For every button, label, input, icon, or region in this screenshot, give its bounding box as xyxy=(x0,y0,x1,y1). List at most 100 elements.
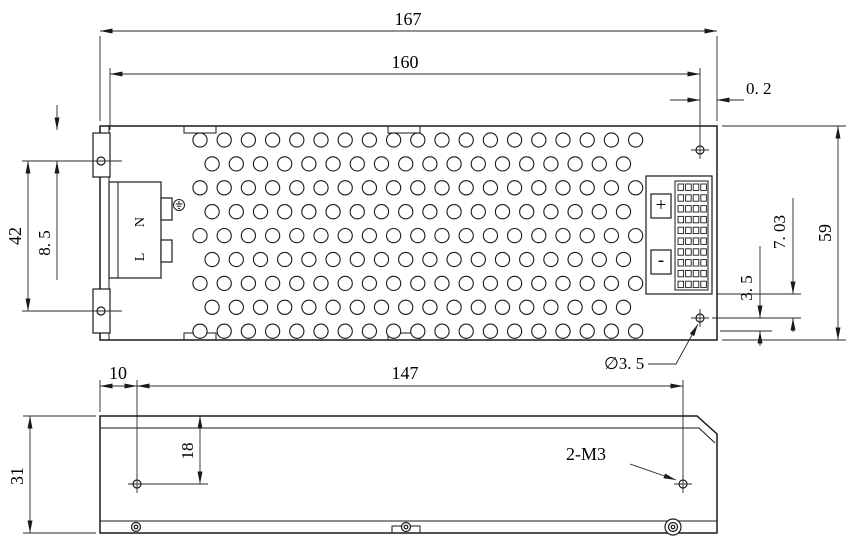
vent-hole xyxy=(567,156,583,172)
vent-hole xyxy=(567,299,583,315)
vent-hole xyxy=(361,275,378,292)
terminal-cell xyxy=(677,183,685,191)
vent-hole xyxy=(506,275,523,292)
side-view-dimensions: 10 147 18 31 2-M3 xyxy=(7,363,684,534)
vent-hole xyxy=(240,323,257,339)
vent-hole xyxy=(531,132,547,148)
positive-pad xyxy=(650,193,672,219)
base-rivet-middle xyxy=(400,521,412,533)
vent-hole xyxy=(422,156,438,172)
vent-hole xyxy=(506,227,523,244)
mounting-ear-top xyxy=(92,132,111,178)
vent-hole xyxy=(458,180,474,196)
vent-hole xyxy=(519,299,535,315)
callout-thread: 2-M3 xyxy=(566,444,606,464)
vent-hole xyxy=(252,204,269,220)
terminal-cell xyxy=(700,205,707,213)
terminal-cell xyxy=(700,248,707,256)
vent-hole xyxy=(615,204,632,220)
vent-hole xyxy=(204,251,220,268)
vent-hole xyxy=(446,204,462,220)
vent-hole xyxy=(410,275,426,292)
dim-hole-to-edge: 8. 5 xyxy=(35,230,54,256)
clip-tab xyxy=(387,126,421,134)
vent-hole xyxy=(555,180,571,196)
vent-hole xyxy=(519,204,535,220)
vent-hole xyxy=(470,156,486,172)
vent-hole xyxy=(216,227,232,244)
vent-hole xyxy=(458,323,474,339)
terminal-cell xyxy=(677,269,685,278)
vent-hole xyxy=(277,251,293,268)
vent-hole xyxy=(264,323,281,339)
vent-hole xyxy=(264,132,281,148)
terminal-cell xyxy=(677,194,685,202)
vent-hole xyxy=(337,180,353,196)
vent-hole xyxy=(301,204,317,220)
vent-hole xyxy=(434,227,450,244)
vent-hole xyxy=(603,227,620,244)
vent-hole xyxy=(579,323,595,339)
vent-hole xyxy=(192,132,208,148)
dim-hole-left-offset: 10 xyxy=(109,363,127,383)
vent-hole xyxy=(410,180,426,196)
vent-hole xyxy=(519,156,535,172)
cover-seam xyxy=(100,427,716,444)
vent-hole xyxy=(531,323,547,339)
vent-hole xyxy=(603,323,620,339)
vent-hole xyxy=(240,227,257,244)
vent-hole xyxy=(543,156,559,172)
vent-hole xyxy=(591,251,607,268)
vent-hole xyxy=(458,275,474,292)
vent-hole xyxy=(204,204,220,220)
vent-hole xyxy=(579,132,595,148)
side-screw-hole-left xyxy=(128,475,146,493)
dim-total-width: 167 xyxy=(395,9,422,29)
base-rivet-left xyxy=(130,521,142,533)
vent-hole xyxy=(337,275,353,292)
terminal-cell xyxy=(685,194,692,202)
vent-hole xyxy=(519,251,535,268)
vent-hole xyxy=(385,323,402,339)
vent-hole xyxy=(591,204,607,220)
vent-hole xyxy=(216,275,232,292)
vent-hole xyxy=(470,204,486,220)
vent-hole xyxy=(591,299,607,315)
vent-hole xyxy=(373,299,390,315)
terminal-cell xyxy=(685,183,692,191)
vent-hole xyxy=(470,299,486,315)
vent-hole xyxy=(422,299,438,315)
side-outline xyxy=(99,415,718,534)
dim-hole-span-width: 160 xyxy=(392,52,419,72)
vent-hole xyxy=(398,251,414,268)
vent-hole xyxy=(494,204,511,220)
vent-hole xyxy=(192,275,208,292)
vent-hole xyxy=(603,275,620,292)
vent-hole xyxy=(301,156,317,172)
terminal-label-n: N xyxy=(133,217,148,227)
vent-hole xyxy=(458,227,474,244)
vent-holes xyxy=(192,132,644,339)
terminal-cell xyxy=(700,215,707,224)
vent-hole xyxy=(252,251,269,268)
ground-icon xyxy=(173,199,185,211)
vent-hole xyxy=(627,323,644,339)
vent-hole xyxy=(446,251,462,268)
vent-hole xyxy=(543,204,559,220)
base-rivet-right xyxy=(664,518,682,536)
vent-hole xyxy=(385,227,402,244)
terminal-cell xyxy=(685,205,692,213)
vent-hole xyxy=(373,251,390,268)
vent-hole xyxy=(337,323,353,339)
vent-hole xyxy=(228,156,244,172)
vent-hole xyxy=(506,132,523,148)
terminal-pin-l xyxy=(160,239,173,263)
vent-hole xyxy=(579,227,595,244)
top-view-dimensions: 167 160 0. 2 42 8. 5 59 7. 03 xyxy=(5,9,846,373)
vent-hole xyxy=(531,227,547,244)
vent-hole xyxy=(615,251,632,268)
negative-label: - xyxy=(658,250,664,271)
terminal-cell xyxy=(685,280,692,289)
